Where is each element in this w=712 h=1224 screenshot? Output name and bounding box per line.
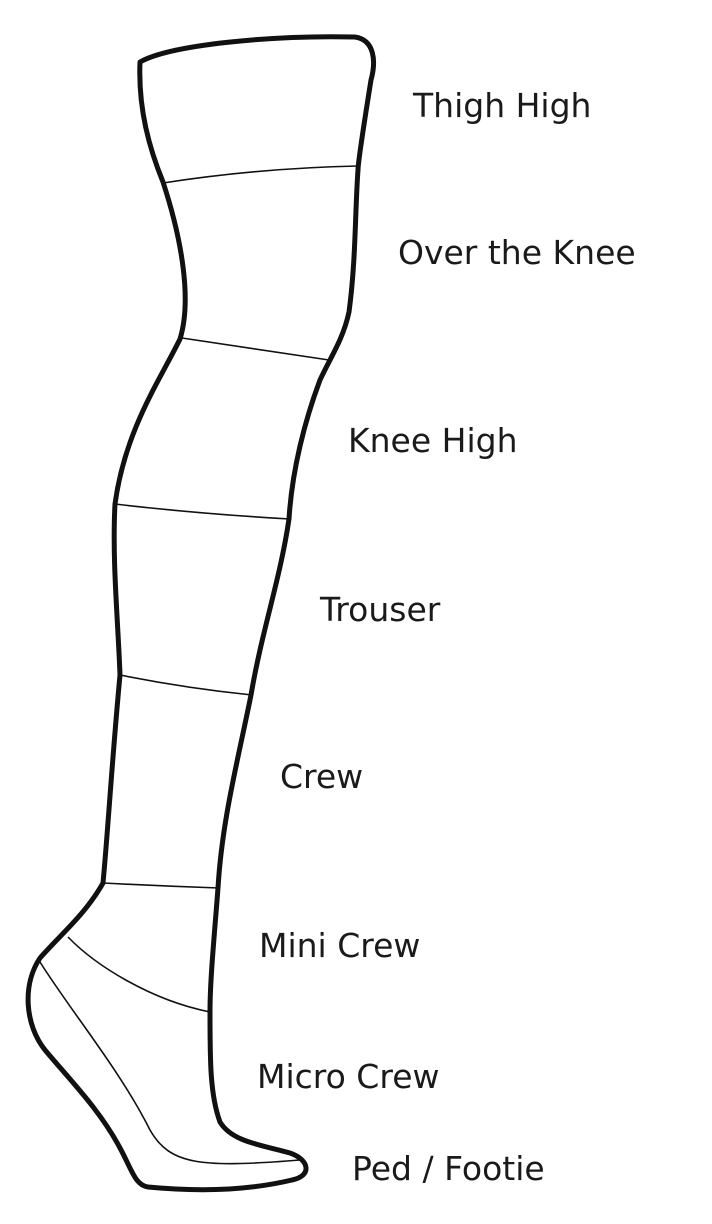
divider-micro-crew: [39, 961, 301, 1165]
divider-trouser: [119, 674, 253, 696]
divider-over-the-knee: [181, 337, 330, 361]
label-micro-crew: Micro Crew: [257, 1057, 440, 1096]
divider-crew: [102, 882, 220, 889]
divider-mini-crew: [67, 936, 211, 1013]
label-thigh-high: Thigh High: [413, 86, 592, 125]
label-knee-high: Knee High: [348, 421, 518, 460]
label-trouser: Trouser: [320, 590, 441, 629]
label-mini-crew: Mini Crew: [259, 926, 421, 965]
label-over-the-knee: Over the Knee: [398, 233, 636, 272]
label-crew: Crew: [280, 757, 364, 796]
label-ped-footie: Ped / Footie: [352, 1149, 545, 1188]
divider-knee-high: [114, 503, 291, 520]
divider-thigh-high: [162, 165, 359, 184]
leg-outline: [25, 34, 376, 1193]
